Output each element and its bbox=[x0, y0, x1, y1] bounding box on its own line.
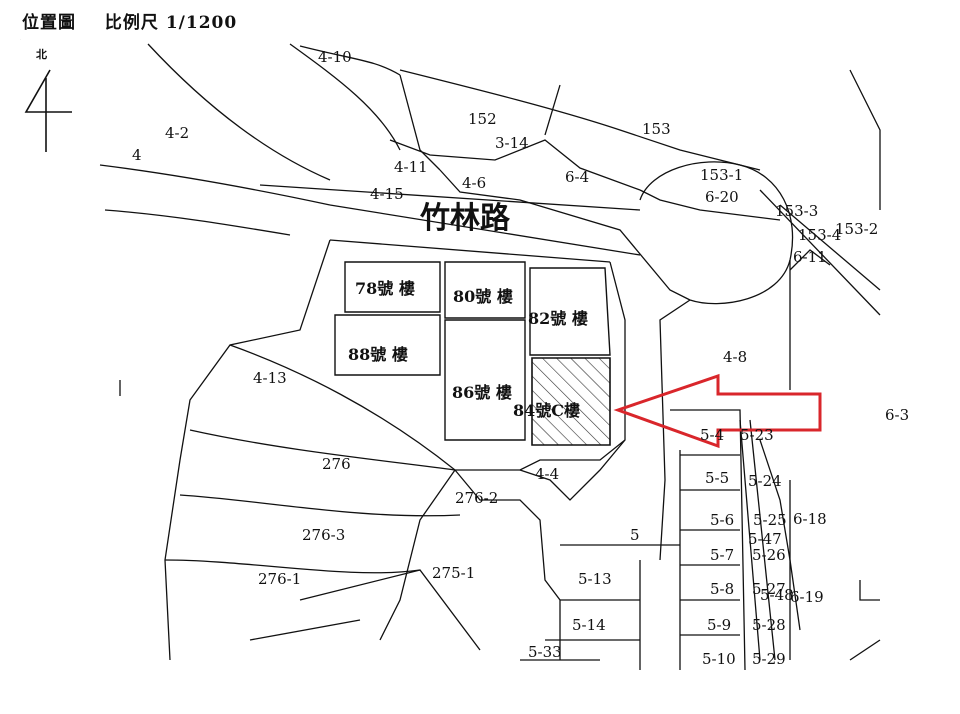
parcel-label: 5 bbox=[630, 526, 640, 544]
parcel-label: 152 bbox=[468, 110, 497, 128]
parcel-label: 5-9 bbox=[707, 616, 731, 634]
north-arrow-icon bbox=[24, 69, 72, 152]
map-title: 位置圖 bbox=[22, 13, 76, 33]
parcel-label: 5-13 bbox=[578, 570, 612, 588]
parcel-label: 5-25 bbox=[753, 511, 787, 529]
parcel-label: 153-2 bbox=[835, 220, 878, 238]
building-86 bbox=[444, 319, 526, 441]
building-82 bbox=[529, 267, 611, 356]
parcel-label: 4-6 bbox=[462, 174, 486, 192]
parcel-label: 6-19 bbox=[790, 588, 824, 606]
parcel-label: 6-4 bbox=[565, 168, 589, 186]
road-name-label: 竹林路 bbox=[420, 201, 511, 236]
parcel-label: 153-1 bbox=[700, 166, 743, 184]
building-label-78: 78號 樓 bbox=[355, 279, 415, 298]
parcel-label: 5-27 bbox=[752, 580, 786, 598]
north-symbol-text: 4 bbox=[20, 39, 21, 41]
parcel-label: 5-29 bbox=[752, 650, 786, 668]
parcel-label: 5-6 bbox=[710, 511, 734, 529]
map-title-bar: 位置圖 比例尺 1/1200 bbox=[22, 8, 259, 33]
building-label-82: 82號 樓 bbox=[528, 309, 588, 328]
building-label-80: 80號 樓 bbox=[453, 287, 513, 306]
parcel-label: 5-23 bbox=[740, 426, 774, 444]
building-label-86: 86號 樓 bbox=[452, 383, 512, 402]
building-label-88: 88號 樓 bbox=[348, 345, 408, 364]
parcel-label: 153-3 bbox=[775, 202, 818, 220]
parcel-label: 5-24 bbox=[748, 472, 782, 490]
building-80 bbox=[444, 261, 526, 319]
parcel-label: 5-8 bbox=[710, 580, 734, 598]
parcel-label: 153-4 bbox=[798, 226, 841, 244]
parcel-label: 5-48 bbox=[760, 586, 794, 604]
parcel-label: 3-14 bbox=[495, 134, 529, 152]
parcel-label: 6-20 bbox=[705, 188, 739, 206]
parcel-label: 276 bbox=[322, 455, 351, 473]
building-label-84: 84號C樓 bbox=[513, 401, 580, 420]
parcel-label: 4 bbox=[132, 146, 142, 164]
parcel-label: 5-10 bbox=[702, 650, 736, 668]
parcel-boundaries bbox=[99, 43, 881, 671]
map-scale: 比例尺 1/1200 bbox=[104, 13, 238, 33]
parcel-label: 4-15 bbox=[370, 185, 404, 203]
parcel-label: 4-13 bbox=[253, 369, 287, 387]
parcel-label: 5-33 bbox=[528, 643, 562, 661]
parcel-label: 276-1 bbox=[258, 570, 301, 588]
parcel-label: 5-47 bbox=[748, 530, 782, 548]
parcel-label: 153 bbox=[642, 120, 671, 138]
parcel-label: 4-11 bbox=[394, 158, 428, 176]
parcel-label: 5-4 bbox=[700, 426, 724, 444]
building-88 bbox=[334, 314, 441, 376]
parcel-label: 4-4 bbox=[535, 465, 559, 483]
parcel-label: 4-10 bbox=[318, 48, 352, 66]
parcel-label: 5-26 bbox=[752, 546, 786, 564]
parcel-label: 5-5 bbox=[705, 469, 729, 487]
parcel-label: 275-1 bbox=[432, 564, 475, 582]
parcel-label: 276-3 bbox=[302, 526, 345, 544]
parcel-label: 6-11 bbox=[793, 248, 827, 266]
parcel-label: 4-2 bbox=[165, 124, 189, 142]
parcel-label: 276-2 bbox=[455, 489, 498, 507]
parcel-label: 4-8 bbox=[723, 348, 747, 366]
red-pointer-arrow-icon bbox=[613, 373, 822, 449]
parcel-label: 6-3 bbox=[885, 406, 909, 424]
north-label: 北 bbox=[36, 48, 47, 61]
building-78 bbox=[344, 261, 441, 313]
parcel-label: 6-18 bbox=[793, 510, 827, 528]
building-footprints bbox=[334, 261, 611, 441]
target-building-84 bbox=[531, 357, 611, 446]
parcel-label: 5-7 bbox=[710, 546, 734, 564]
parcel-labels: 4-10 4-2 4 152 3-14 153 4-11 4-6 6-4 153… bbox=[132, 48, 909, 668]
parcel-label: 5-28 bbox=[752, 616, 786, 634]
parcel-label: 5-14 bbox=[572, 616, 606, 634]
